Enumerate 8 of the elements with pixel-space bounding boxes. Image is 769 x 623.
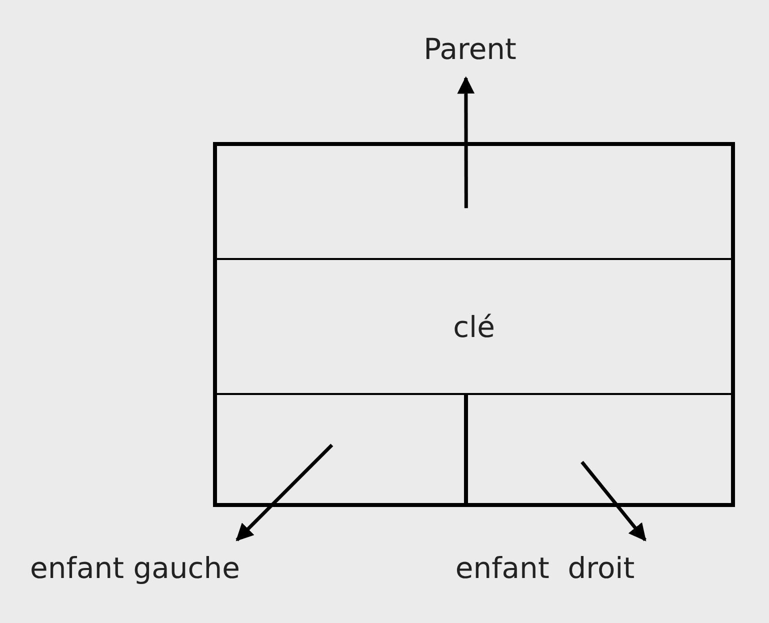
node-label: enfant gauche xyxy=(30,551,240,585)
record-box xyxy=(213,142,735,507)
arrow xyxy=(236,444,334,542)
node-label: clé xyxy=(453,310,495,344)
arrow xyxy=(580,460,646,542)
arrow xyxy=(457,76,475,208)
node-label: enfant droit xyxy=(455,551,635,585)
node-label: Parent xyxy=(424,32,516,66)
